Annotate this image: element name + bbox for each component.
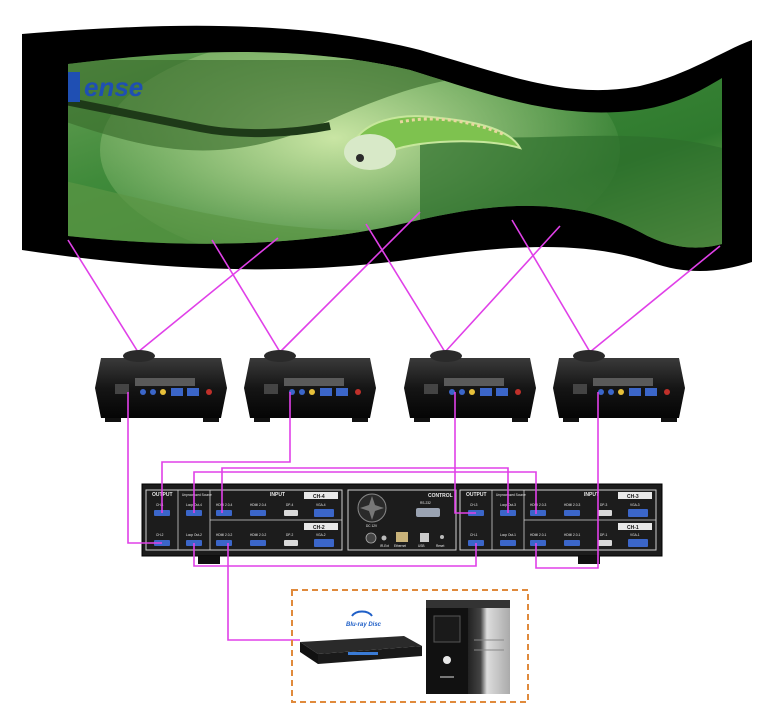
projector-2 bbox=[244, 350, 376, 422]
right-ch-bottom: CH-1 bbox=[627, 525, 639, 531]
rs232-label: RS-232 bbox=[420, 501, 431, 505]
right-vga-port-top[interactable] bbox=[628, 509, 648, 517]
right-dp-port-bottom[interactable] bbox=[598, 540, 612, 546]
left-port-top-4: VGA-4 bbox=[316, 503, 326, 507]
left-vga-port-top[interactable] bbox=[314, 509, 334, 517]
right-port-top-3: DP-3 bbox=[600, 503, 607, 507]
left-out-bottom-label: CH-2 bbox=[156, 533, 164, 537]
left-dp-port-bottom[interactable] bbox=[284, 540, 298, 546]
reset-button[interactable] bbox=[440, 535, 444, 539]
left-port-bottom-1: HDMI 2.0-2 bbox=[216, 533, 233, 537]
source-devices-box bbox=[291, 589, 529, 703]
reset-label: Reset bbox=[436, 544, 444, 548]
bluray-logo-icon bbox=[351, 610, 373, 617]
right-port-top-2: HDMI 2.0-3 bbox=[564, 503, 581, 507]
right-loop-port-bottom[interactable] bbox=[500, 540, 516, 546]
bluray-player: Blu-ray Disc bbox=[300, 610, 422, 664]
power-port[interactable] bbox=[365, 532, 377, 544]
left-port-bottom-4: VGA-2 bbox=[316, 533, 326, 537]
ir-port[interactable] bbox=[381, 535, 387, 541]
left-loop-label: Unprocessed Source bbox=[182, 493, 212, 497]
projector-3 bbox=[404, 350, 536, 422]
left-out-top-label: CH-4 bbox=[156, 503, 164, 507]
media-server bbox=[426, 600, 510, 694]
left-input-label: INPUT bbox=[270, 492, 285, 498]
right-port-top-1: HDMI 2.0-3 bbox=[530, 503, 547, 507]
right-vga-port-bottom[interactable] bbox=[628, 539, 648, 547]
caterpillar bbox=[348, 115, 523, 167]
server-power-icon bbox=[443, 656, 451, 664]
usb-port[interactable] bbox=[420, 533, 429, 542]
ir-label: IR-Ext bbox=[380, 544, 389, 548]
left-vga-port-bottom[interactable] bbox=[314, 539, 334, 547]
processor-control-block: CONTROL RS-232 DC 12V IR-Ext Ethernet US… bbox=[347, 489, 457, 551]
right-dp-port-top[interactable] bbox=[598, 510, 612, 516]
processor-left-block: OUTPUT Unprocessed Source INPUT CH-4 CH-… bbox=[145, 489, 343, 551]
rs232-port[interactable] bbox=[416, 508, 440, 517]
left-port-bottom-2: HDMI 2.0-2 bbox=[250, 533, 267, 537]
video-wall-processor: OUTPUT Unprocessed Source INPUT CH-4 CH-… bbox=[141, 483, 663, 564]
right-port-bottom-2: HDMI 2.0-1 bbox=[564, 533, 581, 537]
right-loop-label: Unprocessed Source bbox=[496, 493, 526, 497]
signal-cables bbox=[127, 392, 599, 641]
right-hdmi-port-bottom-b[interactable] bbox=[564, 540, 580, 546]
right-port-bottom-4: VGA-1 bbox=[630, 533, 640, 537]
projection-beams bbox=[67, 211, 721, 353]
right-port-top-4: VGA-3 bbox=[630, 503, 640, 507]
left-loop-bottom-label: Loop Out-2 bbox=[186, 533, 202, 537]
usb-label: USB bbox=[418, 544, 425, 548]
right-port-bottom-3: DP-1 bbox=[600, 533, 607, 537]
right-hdmi-port-bottom-a[interactable] bbox=[530, 540, 546, 546]
right-output-label: OUTPUT bbox=[466, 492, 487, 498]
bluray-logo-text: Blu-ray Disc bbox=[346, 622, 382, 628]
left-dp-port-top[interactable] bbox=[284, 510, 298, 516]
power-label: DC 12V bbox=[366, 524, 378, 528]
right-input-label: INPUT bbox=[584, 492, 599, 498]
left-port-top-3: DP-4 bbox=[286, 503, 293, 507]
right-out-bottom-label: CH-1 bbox=[470, 533, 478, 537]
projector-4 bbox=[553, 350, 685, 422]
left-hdmi-port-bottom-b[interactable] bbox=[250, 540, 266, 546]
ethernet-label: Ethernet bbox=[394, 544, 406, 548]
ethernet-port[interactable] bbox=[396, 532, 408, 542]
right-hdmi-port-top-b[interactable] bbox=[564, 510, 580, 516]
processor-right-block: OUTPUT Unprocessed Source INPUT CH-3 CH-… bbox=[459, 489, 657, 551]
bluray-display bbox=[348, 652, 378, 655]
projector-1 bbox=[95, 350, 227, 422]
right-ch-top: CH-3 bbox=[627, 494, 639, 500]
left-hdmi-port-top-b[interactable] bbox=[250, 510, 266, 516]
left-port-top-1: HDMI 2.0-4 bbox=[216, 503, 233, 507]
left-hdmi-port-top-a[interactable] bbox=[216, 510, 232, 516]
right-port-bottom-1: HDMI 2.0-1 bbox=[530, 533, 547, 537]
right-hdmi-port-top-a[interactable] bbox=[530, 510, 546, 516]
left-port-top-2: HDMI 2.0-4 bbox=[250, 503, 267, 507]
screen-brand-text: ense bbox=[84, 72, 143, 102]
left-hdmi-port-bottom-a[interactable] bbox=[216, 540, 232, 546]
right-out-top-label: CH-3 bbox=[470, 503, 478, 507]
left-port-bottom-3: DP-2 bbox=[286, 533, 293, 537]
left-ch-bottom: CH-2 bbox=[313, 525, 325, 531]
right-loop-bottom-label: Loop Out-1 bbox=[500, 533, 516, 537]
control-label: CONTROL bbox=[428, 493, 453, 499]
left-ch-top: CH-4 bbox=[313, 494, 325, 500]
